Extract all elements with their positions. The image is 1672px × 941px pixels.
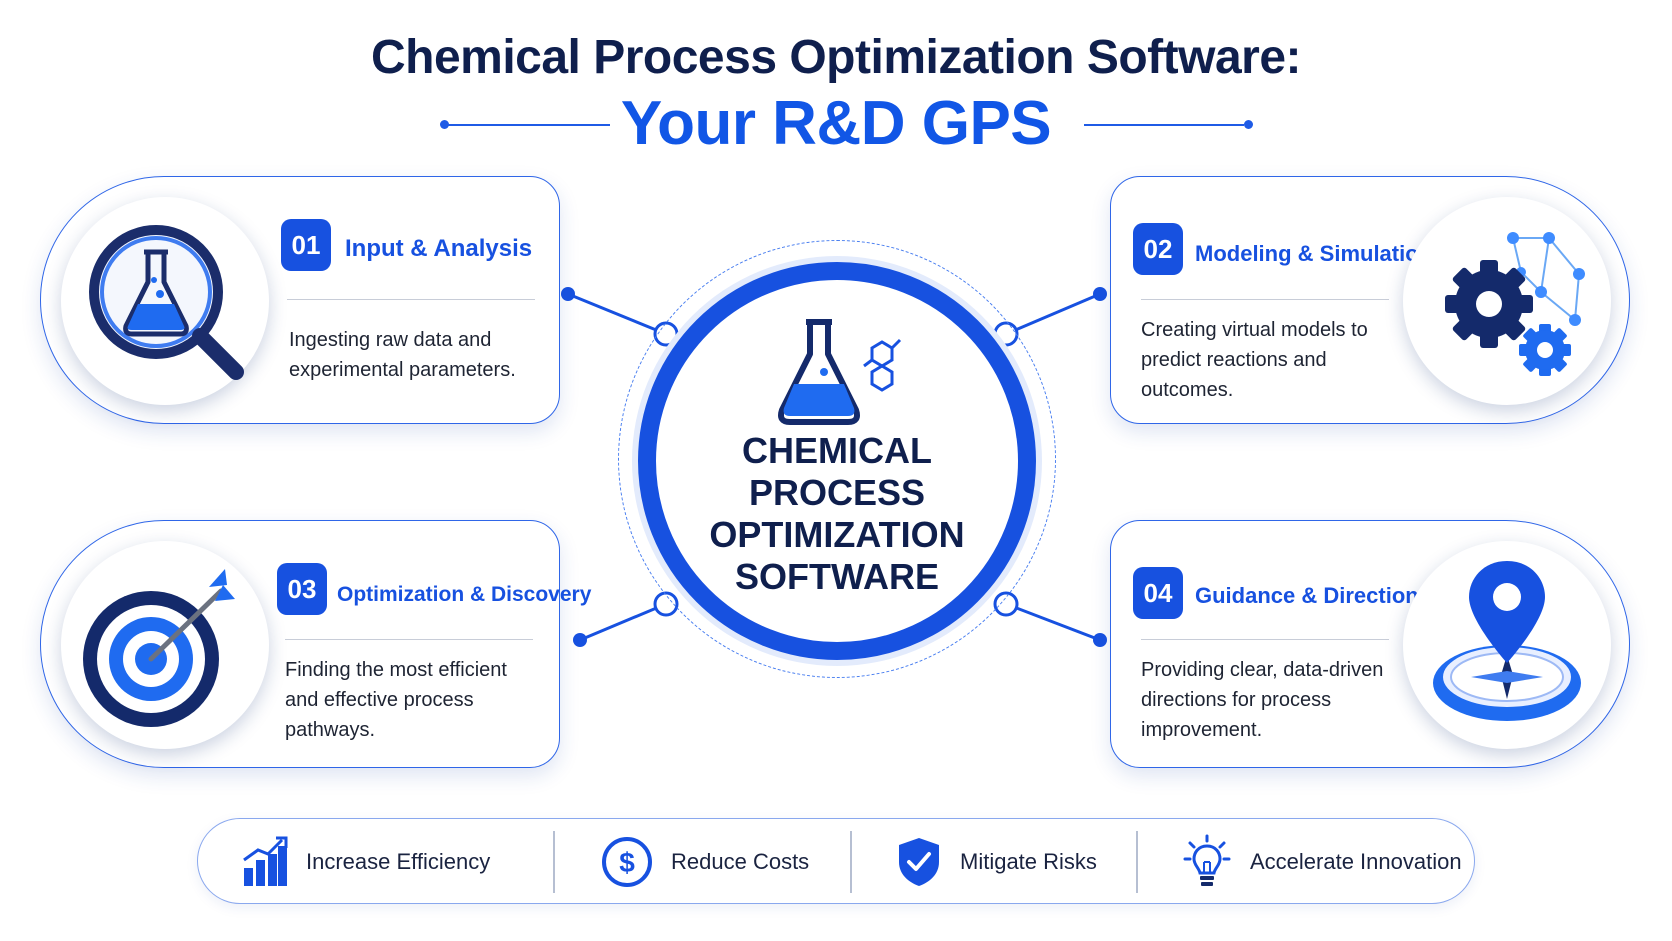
step-title: Guidance & Direction <box>1195 583 1419 608</box>
center-label-line: PROCESS <box>748 472 926 513</box>
step-description: Ingesting raw data and experimental para… <box>289 329 516 381</box>
magnifier-flask-icon <box>89 225 244 380</box>
benefit-label: Accelerate Innovation <box>1250 849 1462 874</box>
center-label-line: CHEMICAL <box>742 430 932 471</box>
step-number-badge: 01 <box>281 219 331 271</box>
benefit-item: Accelerate Innovation <box>1182 819 1462 905</box>
step-number-badge: 02 <box>1133 223 1183 275</box>
step-description: Finding the most efficient and effective… <box>285 659 507 741</box>
title-right-rule <box>1084 124 1244 126</box>
benefit-separator <box>850 831 852 893</box>
page-title: Chemical Process Optimization Software: <box>370 31 1302 84</box>
benefit-item: $ Reduce Costs <box>601 819 809 905</box>
step-card-02: 02 Modeling & Simulation Creating virtua… <box>1110 176 1630 424</box>
benefit-label: Mitigate Risks <box>960 849 1097 874</box>
map-pin-compass-icon <box>1433 561 1581 721</box>
benefit-label: Reduce Costs <box>671 849 810 874</box>
step-number-badge: 04 <box>1133 567 1183 619</box>
step-title: Input & Analysis <box>345 235 533 262</box>
benefit-separator <box>553 831 555 893</box>
title-left-rule <box>448 124 610 126</box>
lightbulb-icon <box>1183 834 1231 886</box>
benefit-item: Increase Efficiency <box>242 819 490 905</box>
title-right-dot <box>1244 120 1253 129</box>
step-icon-circle <box>1403 541 1611 749</box>
step-icon-circle <box>61 541 269 749</box>
dollar-coin-icon: $ <box>602 837 652 887</box>
benefits-bar: Increase Efficiency $ Reduce Costs Mitig… <box>197 818 1475 904</box>
step-divider <box>1141 639 1389 640</box>
molecule-icon <box>863 338 902 392</box>
step-icon-circle <box>1403 197 1611 405</box>
step-description: Creating virtual models to predict react… <box>1141 319 1368 401</box>
center-label-line: OPTIMIZATION <box>709 514 965 555</box>
benefit-separator <box>1136 831 1138 893</box>
step-divider <box>287 299 535 300</box>
step-title: Modeling & Simulation <box>1195 241 1433 266</box>
svg-text:$: $ <box>619 847 635 878</box>
center-label-line: SOFTWARE <box>735 556 939 597</box>
shield-check-icon <box>899 838 939 886</box>
flask-icon <box>778 319 860 425</box>
step-divider <box>1141 299 1389 300</box>
target-arrow-icon <box>83 569 235 727</box>
step-card-03: 03 Optimization & Discovery Finding the … <box>40 520 591 768</box>
center-icon-group <box>778 319 902 425</box>
step-title: Optimization & Discovery <box>337 583 592 606</box>
title-left-dot <box>440 120 449 129</box>
center-label: CHEMICAL PROCESS OPTIMIZATION SOFTWARE <box>638 430 1036 598</box>
step-card-01: 01 Input & Analysis Ingesting raw data a… <box>40 176 560 424</box>
benefit-label: Increase Efficiency <box>306 849 491 874</box>
growth-chart-icon <box>243 836 288 886</box>
page-subtitle: Your R&D GPS <box>620 89 1052 158</box>
center-dashed-orbit <box>618 240 1056 678</box>
benefit-item: Mitigate Risks <box>896 819 1097 905</box>
step-description: Providing clear, data-driven directions … <box>1141 659 1384 741</box>
step-card-04: 04 Guidance & Direction Providing clear,… <box>1110 520 1630 768</box>
step-number-badge: 03 <box>277 563 327 615</box>
gears-network-icon <box>1445 232 1585 376</box>
step-icon-circle <box>61 197 269 405</box>
step-divider <box>285 639 533 640</box>
